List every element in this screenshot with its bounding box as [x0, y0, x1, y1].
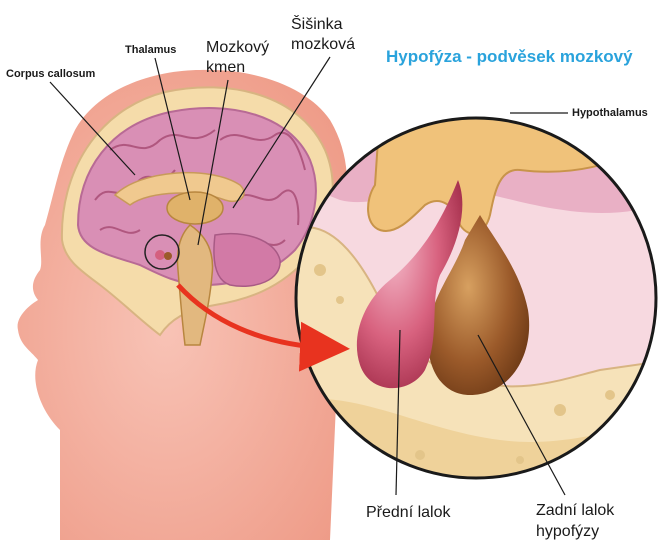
cerebellum	[213, 233, 281, 287]
label-corpus-callosum: Corpus callosum	[6, 68, 96, 80]
label-pineal-line1: Šišinka	[291, 16, 343, 33]
label-brainstem-line1: Mozkový	[206, 39, 270, 56]
anterior-lobe	[356, 180, 463, 389]
zoom-view	[296, 118, 656, 478]
posterior-lobe	[427, 215, 530, 395]
label-hypothalamus: Hypothalamus	[572, 107, 648, 119]
label-brainstem-line2: kmen	[206, 59, 246, 76]
zoom-circle-border	[294, 116, 658, 480]
pituitary-highlight	[144, 234, 180, 270]
thalamus	[166, 191, 224, 225]
leader-lines	[49, 56, 568, 496]
zoom-arrow	[176, 283, 350, 372]
label-posterior-lobe-line1: Zadní lalok	[536, 502, 615, 519]
label-posterior-lobe-line2: hypofýzy	[536, 523, 600, 540]
label-anterior-lobe: Přední lalok	[366, 504, 451, 521]
label-thalamus: Thalamus	[125, 44, 177, 56]
corpus-callosum	[113, 171, 245, 206]
label-pineal-line2: mozková	[291, 36, 356, 53]
diagram-title: Hypofýza - podvěsek mozkový	[386, 47, 633, 66]
